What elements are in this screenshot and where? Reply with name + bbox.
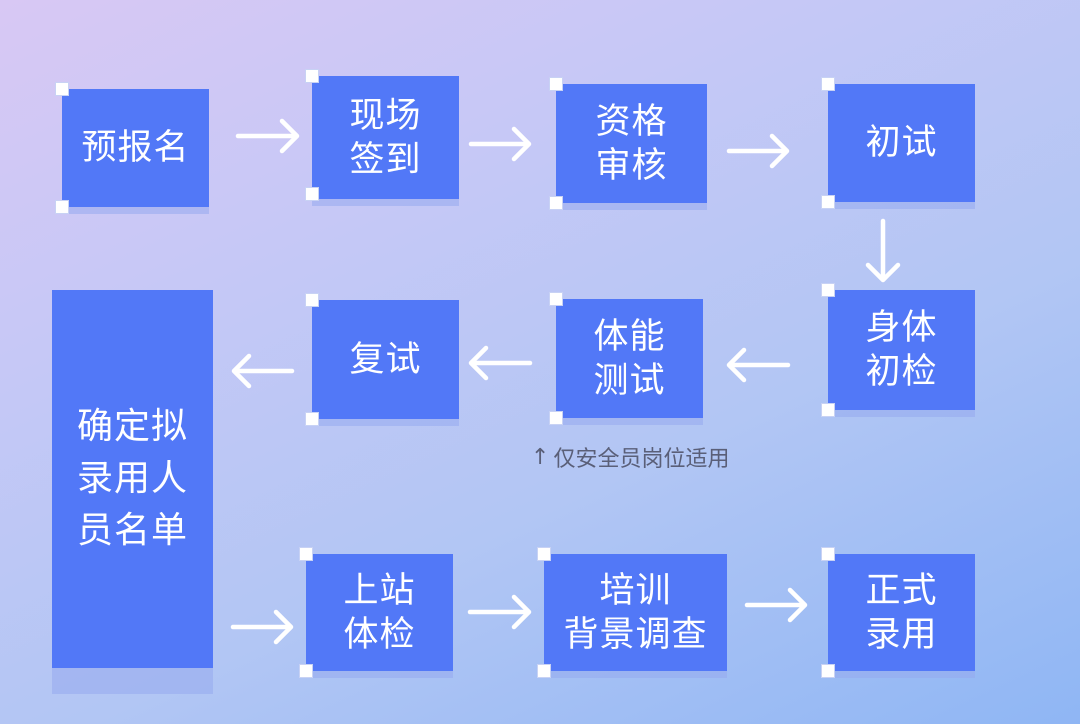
resize-handle[interactable] bbox=[549, 77, 563, 91]
step-fitness-test: 体能 测试 bbox=[556, 299, 703, 418]
resize-handle[interactable] bbox=[299, 547, 313, 561]
resize-handle[interactable] bbox=[549, 411, 563, 425]
step-candidate-list: 确定拟 录用人 员名单 bbox=[52, 290, 213, 668]
arrow-down-icon bbox=[865, 218, 901, 283]
step-label: 体能 测试 bbox=[593, 316, 666, 401]
resize-handle[interactable] bbox=[55, 82, 69, 96]
resize-handle[interactable] bbox=[299, 664, 313, 678]
arrow-right-icon bbox=[230, 609, 294, 645]
resize-handle[interactable] bbox=[821, 664, 835, 678]
resize-handle[interactable] bbox=[305, 187, 319, 201]
step-label: 复试 bbox=[349, 339, 422, 380]
resize-handle[interactable] bbox=[55, 200, 69, 214]
arrow-left-icon bbox=[468, 345, 533, 381]
step-label: 现场 签到 bbox=[349, 95, 422, 180]
resize-handle[interactable] bbox=[537, 664, 551, 678]
resize-handle[interactable] bbox=[549, 292, 563, 306]
step-physical-check: 身体 初检 bbox=[828, 290, 975, 410]
arrow-right-icon bbox=[726, 133, 790, 169]
step-onsite-signin: 现场 签到 bbox=[312, 76, 459, 199]
arrow-left-icon bbox=[231, 353, 295, 389]
resize-handle[interactable] bbox=[821, 283, 835, 297]
step-pre-register: 预报名 bbox=[62, 89, 209, 207]
arrow-right-icon bbox=[235, 118, 300, 154]
resize-handle[interactable] bbox=[305, 412, 319, 426]
step-label: 预报名 bbox=[81, 128, 190, 168]
resize-handle[interactable] bbox=[305, 293, 319, 307]
note-text: 仅安全员岗位适用 bbox=[553, 447, 730, 472]
resize-handle[interactable] bbox=[821, 77, 835, 91]
arrow-right-icon bbox=[744, 587, 808, 623]
step-label: 上站 体检 bbox=[343, 570, 416, 655]
applicability-note: ↑ 仅安全员岗位适用 bbox=[531, 443, 730, 473]
step-label: 正式 录用 bbox=[865, 570, 938, 655]
step-qualification-review: 资格 审核 bbox=[556, 84, 707, 203]
step-label: 身体 初检 bbox=[865, 308, 938, 392]
arrow-right-icon bbox=[468, 126, 532, 162]
step-onsite-medical: 上站 体检 bbox=[306, 554, 453, 671]
resize-handle[interactable] bbox=[821, 195, 835, 209]
arrow-right-icon bbox=[467, 594, 532, 630]
step-first-interview: 初试 bbox=[828, 84, 975, 202]
step-label: 培训 背景调查 bbox=[563, 570, 708, 655]
step-label: 初试 bbox=[865, 123, 938, 163]
resize-handle[interactable] bbox=[537, 547, 551, 561]
resize-handle[interactable] bbox=[821, 403, 835, 417]
arrow-left-icon bbox=[726, 347, 791, 383]
resize-handle[interactable] bbox=[305, 69, 319, 83]
resize-handle[interactable] bbox=[549, 196, 563, 210]
step-second-interview: 复试 bbox=[312, 300, 459, 419]
step-label: 确定拟 录用人 员名单 bbox=[76, 406, 188, 551]
up-arrow-icon: ↑ bbox=[531, 444, 550, 470]
step-official-hire: 正式 录用 bbox=[828, 554, 975, 671]
step-label: 资格 审核 bbox=[595, 101, 668, 186]
step-training-background: 培训 背景调查 bbox=[544, 554, 727, 671]
resize-handle[interactable] bbox=[821, 547, 835, 561]
